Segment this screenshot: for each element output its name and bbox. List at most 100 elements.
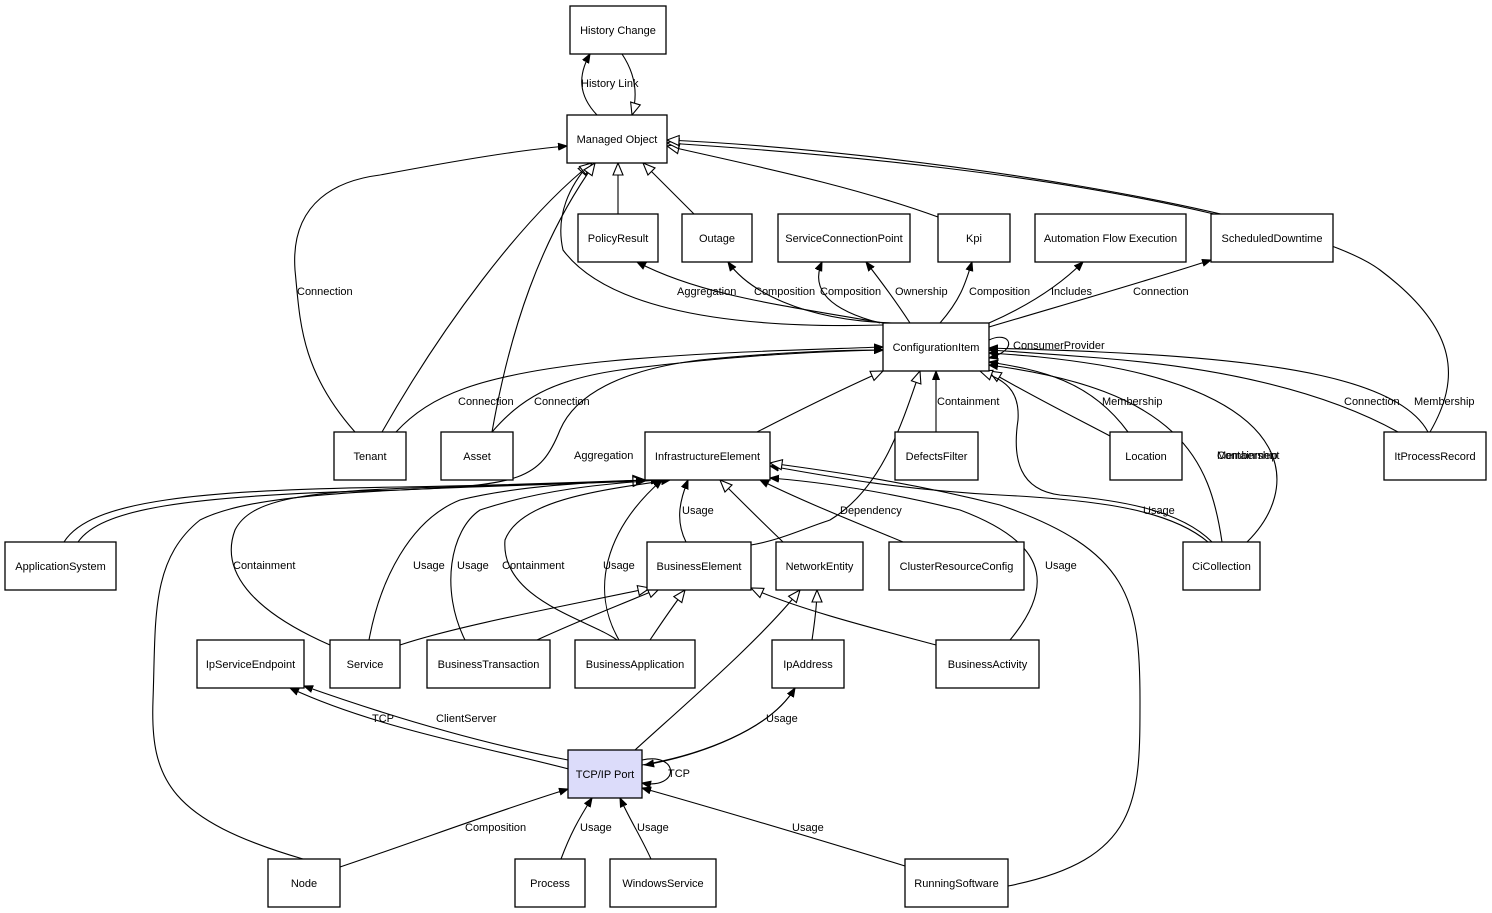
- node-box[interactable]: [937, 213, 1011, 263]
- inheritance-edge-service-to-business_element: [399, 588, 650, 646]
- node-label: ScheduledDowntime: [1222, 233, 1323, 245]
- node-box[interactable]: [771, 639, 845, 689]
- node-label: Outage: [699, 233, 735, 245]
- node-automation-flow-execution[interactable]: Automation Flow Execution: [1034, 213, 1187, 263]
- association-edge-configuration_item-to-scheduled_downtime: [988, 260, 1211, 328]
- association-edge-node-to-tcp_ip_port: [339, 789, 568, 868]
- node-box[interactable]: [681, 213, 753, 263]
- association-edge-application_system-to-infrastructure_element: [63, 480, 645, 543]
- node-business-activity[interactable]: BusinessActivity: [935, 639, 1040, 689]
- node-scheduled-downtime[interactable]: ScheduledDowntime: [1210, 213, 1334, 263]
- edge-label: Composition: [969, 286, 1030, 298]
- association-edge-ci_collection-to-infrastructure_element: [770, 466, 1209, 543]
- node-label: ConfigurationItem: [893, 342, 980, 354]
- inheritance-edge-infrastructure_element-to-configuration_item: [756, 371, 883, 433]
- node-node[interactable]: Node: [267, 858, 341, 908]
- node-box[interactable]: [904, 858, 1009, 908]
- node-kpi[interactable]: Kpi: [937, 213, 1011, 263]
- node-box[interactable]: [577, 213, 659, 263]
- node-box[interactable]: [935, 639, 1040, 689]
- node-application-system[interactable]: ApplicationSystem: [4, 541, 117, 591]
- node-label: BusinessTransaction: [438, 659, 540, 671]
- node-box[interactable]: [514, 858, 586, 908]
- node-business-application[interactable]: BusinessApplication: [574, 639, 696, 689]
- node-history-change[interactable]: History Change: [569, 5, 667, 55]
- node-box[interactable]: [609, 858, 717, 908]
- node-defects-filter[interactable]: DefectsFilter: [894, 431, 979, 481]
- node-business-transaction[interactable]: BusinessTransaction: [426, 639, 551, 689]
- association-edge-configuration_item-to-kpi: [939, 262, 972, 324]
- node-box[interactable]: [644, 431, 771, 481]
- node-label: Location: [1125, 451, 1167, 463]
- node-service[interactable]: Service: [329, 639, 401, 689]
- node-cluster-resource-config[interactable]: ClusterResourceConfig: [888, 541, 1025, 591]
- node-windows-service[interactable]: WindowsService: [609, 858, 717, 908]
- node-it-process-record[interactable]: ItProcessRecord: [1383, 431, 1487, 481]
- node-ci-collection[interactable]: CiCollection: [1182, 541, 1261, 591]
- association-edge-configuration_item-to-service_connection_point: [819, 262, 881, 324]
- node-box[interactable]: [426, 639, 551, 689]
- association-edge-managed_object-to-history_change: [581, 54, 598, 116]
- node-label: RunningSoftware: [914, 878, 998, 890]
- node-box[interactable]: [329, 639, 401, 689]
- node-box[interactable]: [567, 749, 643, 799]
- node-ip-service-endpoint[interactable]: IpServiceEndpoint: [196, 639, 305, 689]
- node-box[interactable]: [333, 431, 407, 481]
- edge-label: Connection: [1133, 286, 1189, 298]
- node-box[interactable]: [882, 322, 990, 372]
- node-infrastructure-element[interactable]: InfrastructureElement: [644, 431, 771, 481]
- edge-label: TCP: [668, 768, 690, 780]
- node-ip-address[interactable]: IpAddress: [771, 639, 845, 689]
- node-configuration-item[interactable]: ConfigurationItem: [882, 322, 990, 372]
- node-box[interactable]: [1034, 213, 1187, 263]
- node-tenant[interactable]: Tenant: [333, 431, 407, 481]
- inheritance-edge-outage-to-managed_object: [643, 163, 695, 215]
- node-box[interactable]: [888, 541, 1025, 591]
- node-service-connection-point[interactable]: ServiceConnectionPoint: [777, 213, 911, 263]
- node-box[interactable]: [1210, 213, 1334, 263]
- inheritance-edge-tenant-to-managed_object: [381, 163, 592, 433]
- node-policy-result[interactable]: PolicyResult: [577, 213, 659, 263]
- association-edge-business_application-to-infrastructure_element: [604, 480, 662, 641]
- node-managed-object[interactable]: Managed Object: [566, 114, 668, 164]
- node-network-entity[interactable]: NetworkEntity: [775, 541, 864, 591]
- association-edge-tcp_ip_port-to-ip_address: [641, 688, 795, 766]
- edge-label: Usage: [682, 505, 714, 517]
- node-box[interactable]: [569, 5, 667, 55]
- association-edge-tenant-to-managed_object: [294, 146, 567, 433]
- node-asset[interactable]: Asset: [440, 431, 514, 481]
- node-box[interactable]: [267, 858, 341, 908]
- association-edge-windows_service-to-tcp_ip_port: [620, 798, 652, 860]
- node-label: BusinessApplication: [586, 659, 684, 671]
- inheritance-edge-scheduled_downtime-to-managed_object: [667, 143, 1215, 215]
- node-business-element[interactable]: BusinessElement: [646, 541, 752, 591]
- node-running-software[interactable]: RunningSoftware: [904, 858, 1009, 908]
- node-location[interactable]: Location: [1109, 431, 1183, 481]
- node-box[interactable]: [894, 431, 979, 481]
- node-box[interactable]: [574, 639, 696, 689]
- node-process[interactable]: Process: [514, 858, 586, 908]
- edge-label: Membership: [1414, 396, 1475, 408]
- node-box[interactable]: [1109, 431, 1183, 481]
- node-box[interactable]: [1383, 431, 1487, 481]
- node-box[interactable]: [1182, 541, 1261, 591]
- node-outage[interactable]: Outage: [681, 213, 753, 263]
- node-label: ItProcessRecord: [1394, 451, 1475, 463]
- edge-label: Composition: [820, 286, 881, 298]
- association-edge-running_software-to-tcp_ip_port: [642, 788, 906, 867]
- node-box[interactable]: [775, 541, 864, 591]
- node-box[interactable]: [440, 431, 514, 481]
- node-box[interactable]: [566, 114, 668, 164]
- node-box[interactable]: [196, 639, 305, 689]
- inheritance-edge-ip_address-to-network_entity: [812, 590, 817, 641]
- node-box[interactable]: [777, 213, 911, 263]
- node-box[interactable]: [646, 541, 752, 591]
- association-edge-ip_address-to-tcp_ip_port: [645, 687, 796, 765]
- node-label: Service: [347, 659, 384, 671]
- edge-label: Includes: [1051, 286, 1092, 298]
- node-tcp-ip-port[interactable]: TCP/IP Port: [567, 749, 643, 799]
- inheritance-edge-history_change-to-managed_object: [621, 53, 635, 115]
- node-label: ClusterResourceConfig: [900, 561, 1014, 573]
- association-edge-business_transaction-to-infrastructure_element: [450, 480, 660, 641]
- node-box[interactable]: [4, 541, 117, 591]
